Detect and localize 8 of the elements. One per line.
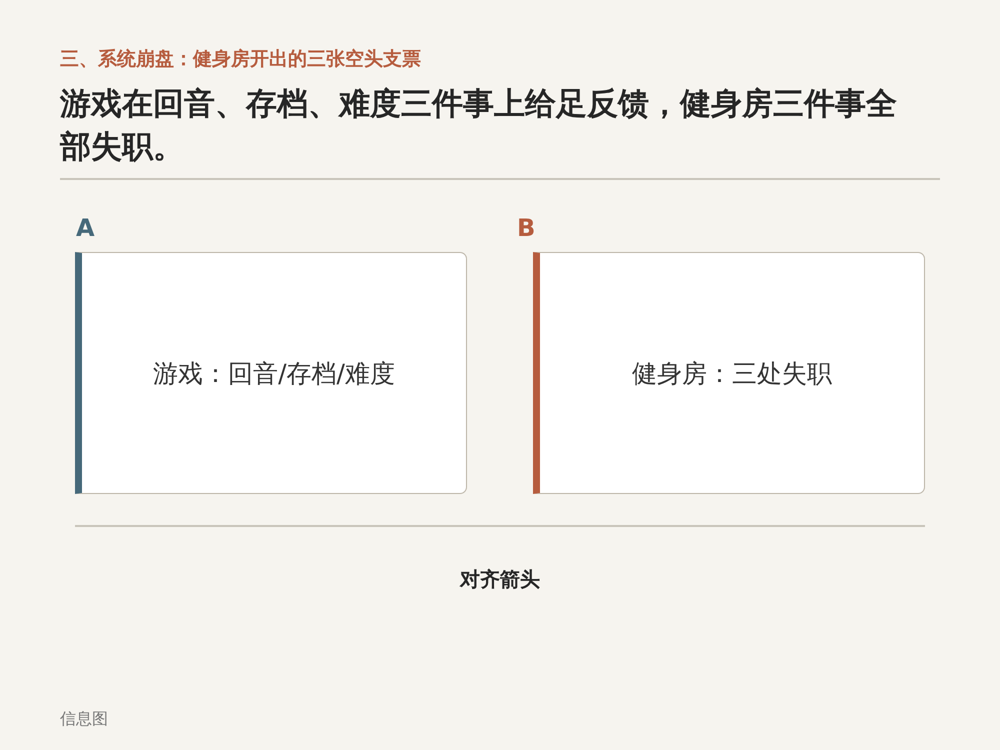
subheading: 对齐箭头 [460,566,540,593]
card-text: 游戏：回音/存档/难度 [153,358,395,390]
card-heading: A [76,214,95,242]
card-text: 健身房：三处失职 [632,358,832,390]
section-kicker: 三、系统崩盘：健身房开出的三张空头支票 [60,47,421,72]
title: 游戏在回音、存档、难度三件事上给足反馈，健身房三件事全部失职。 [60,85,898,167]
card-heading: B [517,214,536,242]
footer-text: 信息图 [60,709,108,730]
